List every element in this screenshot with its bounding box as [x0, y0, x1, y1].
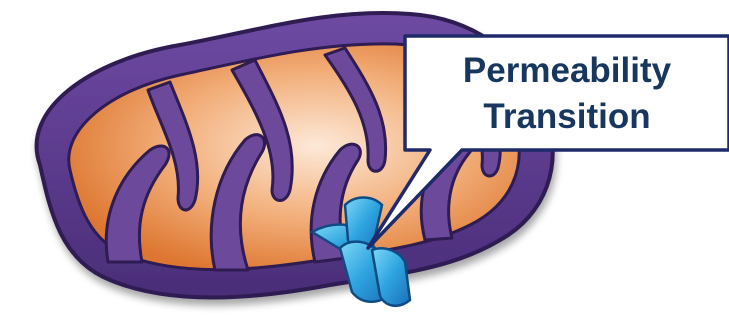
- callout-line-2: Transition: [483, 97, 650, 136]
- callout-line-1: Permeability: [463, 51, 672, 90]
